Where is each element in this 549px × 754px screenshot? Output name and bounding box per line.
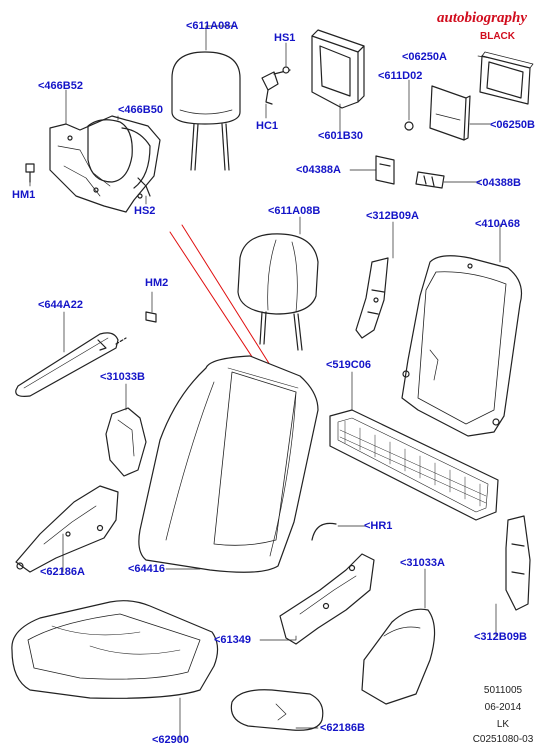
label-611a08a: <611A08A — [186, 20, 239, 32]
seat-cushion-62900 — [11, 600, 219, 699]
label-644a22: <644A22 — [38, 299, 83, 311]
label-31033a: <31033A — [400, 557, 445, 569]
label-64416: <64416 — [128, 563, 166, 575]
leader-lines — [29, 25, 501, 741]
headrest-upper — [171, 51, 241, 171]
meta-illustration: C0251080-03 — [472, 734, 534, 745]
label-04388a: <04388A — [296, 164, 341, 176]
cover-31033b — [105, 407, 147, 477]
bracket-62186a — [15, 485, 119, 573]
label-06250a: <06250A — [402, 51, 447, 63]
pad-62186b — [230, 689, 324, 731]
headrest-lower — [237, 233, 319, 351]
label-62186b: <62186B — [320, 722, 365, 734]
bolt-hm1 — [25, 163, 35, 183]
label-61349: <61349 — [214, 634, 252, 646]
label-519c06: <519C06 — [326, 359, 371, 371]
label-601b30: <601B30 — [318, 130, 363, 142]
clip-04388b — [415, 171, 445, 189]
label-466b50: <466B50 — [118, 104, 163, 116]
bracket-312b09a — [355, 257, 389, 339]
label-611a08b: <611A08B — [268, 205, 321, 217]
bezel-06250a — [479, 51, 534, 105]
label-hm2: HM2 — [145, 277, 169, 289]
label-04388b: <04388B — [476, 177, 521, 189]
seat-back-64416 — [138, 355, 319, 573]
label-611d02: <611D02 — [378, 70, 423, 82]
cover-31033a — [361, 608, 436, 705]
label-62186a: <62186A — [40, 566, 85, 578]
armrest-644a22 — [15, 332, 127, 397]
label-hs2: HS2 — [134, 205, 156, 217]
label-312b09a: <312B09A — [366, 210, 419, 222]
label-312b09b: <312B09B — [474, 631, 527, 643]
frame-601b30 — [311, 29, 365, 109]
label-hr1: <HR1 — [364, 520, 393, 532]
meta-code: LK — [496, 719, 510, 730]
meta-date: 06-2014 — [484, 702, 522, 713]
wire-hr1 — [311, 522, 337, 541]
brand-name: autobiography — [437, 10, 528, 26]
label-62900: <62900 — [152, 734, 190, 746]
clip-04388a — [375, 155, 395, 185]
label-hs1: HS1 — [274, 32, 296, 44]
label-06250b: <06250B — [490, 119, 535, 131]
label-31033b: <31033B — [100, 371, 145, 383]
bolt-hm2 — [145, 311, 157, 323]
frame-bracket-61349 — [279, 553, 375, 645]
label-hc1: HC1 — [256, 120, 279, 132]
label-410a68: <410A68 — [475, 218, 520, 230]
bracket-312b09b — [505, 515, 531, 611]
clip-hs1-hc1 — [261, 66, 291, 105]
back-panel-466b — [49, 115, 161, 213]
display-06250b — [404, 85, 471, 141]
brand-edition: BLACK — [480, 31, 515, 42]
label-hm1: HM1 — [12, 189, 36, 201]
meta-ref: 5011005 — [483, 685, 523, 696]
label-466b52: <466B52 — [38, 80, 83, 92]
seat-back-shell-410a68 — [401, 255, 523, 437]
